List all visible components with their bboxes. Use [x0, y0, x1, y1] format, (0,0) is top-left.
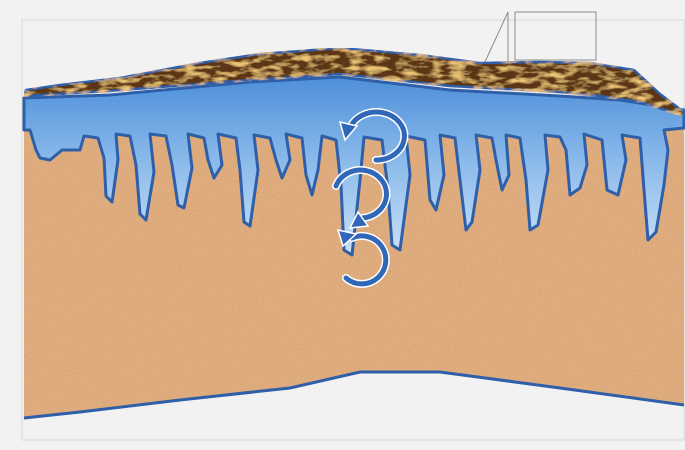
diagram-frame [0, 0, 685, 450]
karst-diagram [0, 0, 685, 450]
